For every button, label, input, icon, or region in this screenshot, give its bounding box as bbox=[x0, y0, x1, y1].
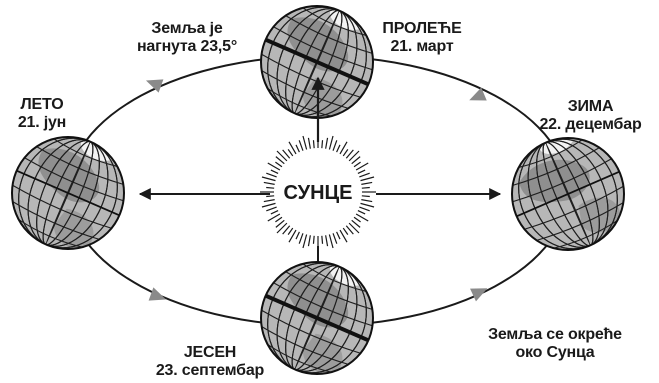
season-label-summer: ЛЕТО 21. јун bbox=[2, 96, 82, 132]
earth-globe-winter bbox=[492, 115, 642, 268]
tilt-note-line1: Земља је bbox=[112, 20, 262, 38]
season-name-winter: ЗИМА bbox=[528, 98, 653, 116]
earth-globe-summer bbox=[0, 114, 144, 267]
tilt-note-line2: нагнута 23,5° bbox=[112, 38, 262, 56]
season-label-spring: ПРОЛЕЋЕ 21. март bbox=[372, 20, 472, 56]
orbit-arrow-bottom-left bbox=[149, 287, 169, 306]
orbit-arrow-bottom-right bbox=[470, 282, 490, 301]
sun-label: СУНЦЕ bbox=[283, 182, 352, 204]
season-name-summer: ЛЕТО bbox=[2, 96, 82, 114]
season-name-spring: ПРОЛЕЋЕ bbox=[372, 20, 472, 38]
season-label-autumn: ЈЕСЕН 23. септембар bbox=[140, 344, 280, 380]
season-date-spring: 21. март bbox=[372, 38, 472, 56]
tilt-note: Земља је нагнута 23,5° bbox=[112, 20, 262, 56]
season-date-winter: 22. децембар bbox=[528, 116, 653, 134]
orbit-note-line2: око Сунца bbox=[480, 344, 630, 362]
orbit-note-line1: Земља се окреће bbox=[480, 326, 630, 344]
season-date-autumn: 23. септембар bbox=[140, 362, 280, 380]
season-name-autumn: ЈЕСЕН bbox=[140, 344, 280, 362]
season-label-winter: ЗИМА 22. децембар bbox=[528, 98, 653, 134]
season-date-summer: 21. јун bbox=[2, 114, 82, 132]
orbit-note: Земља се окреће око Сунца bbox=[480, 326, 630, 362]
